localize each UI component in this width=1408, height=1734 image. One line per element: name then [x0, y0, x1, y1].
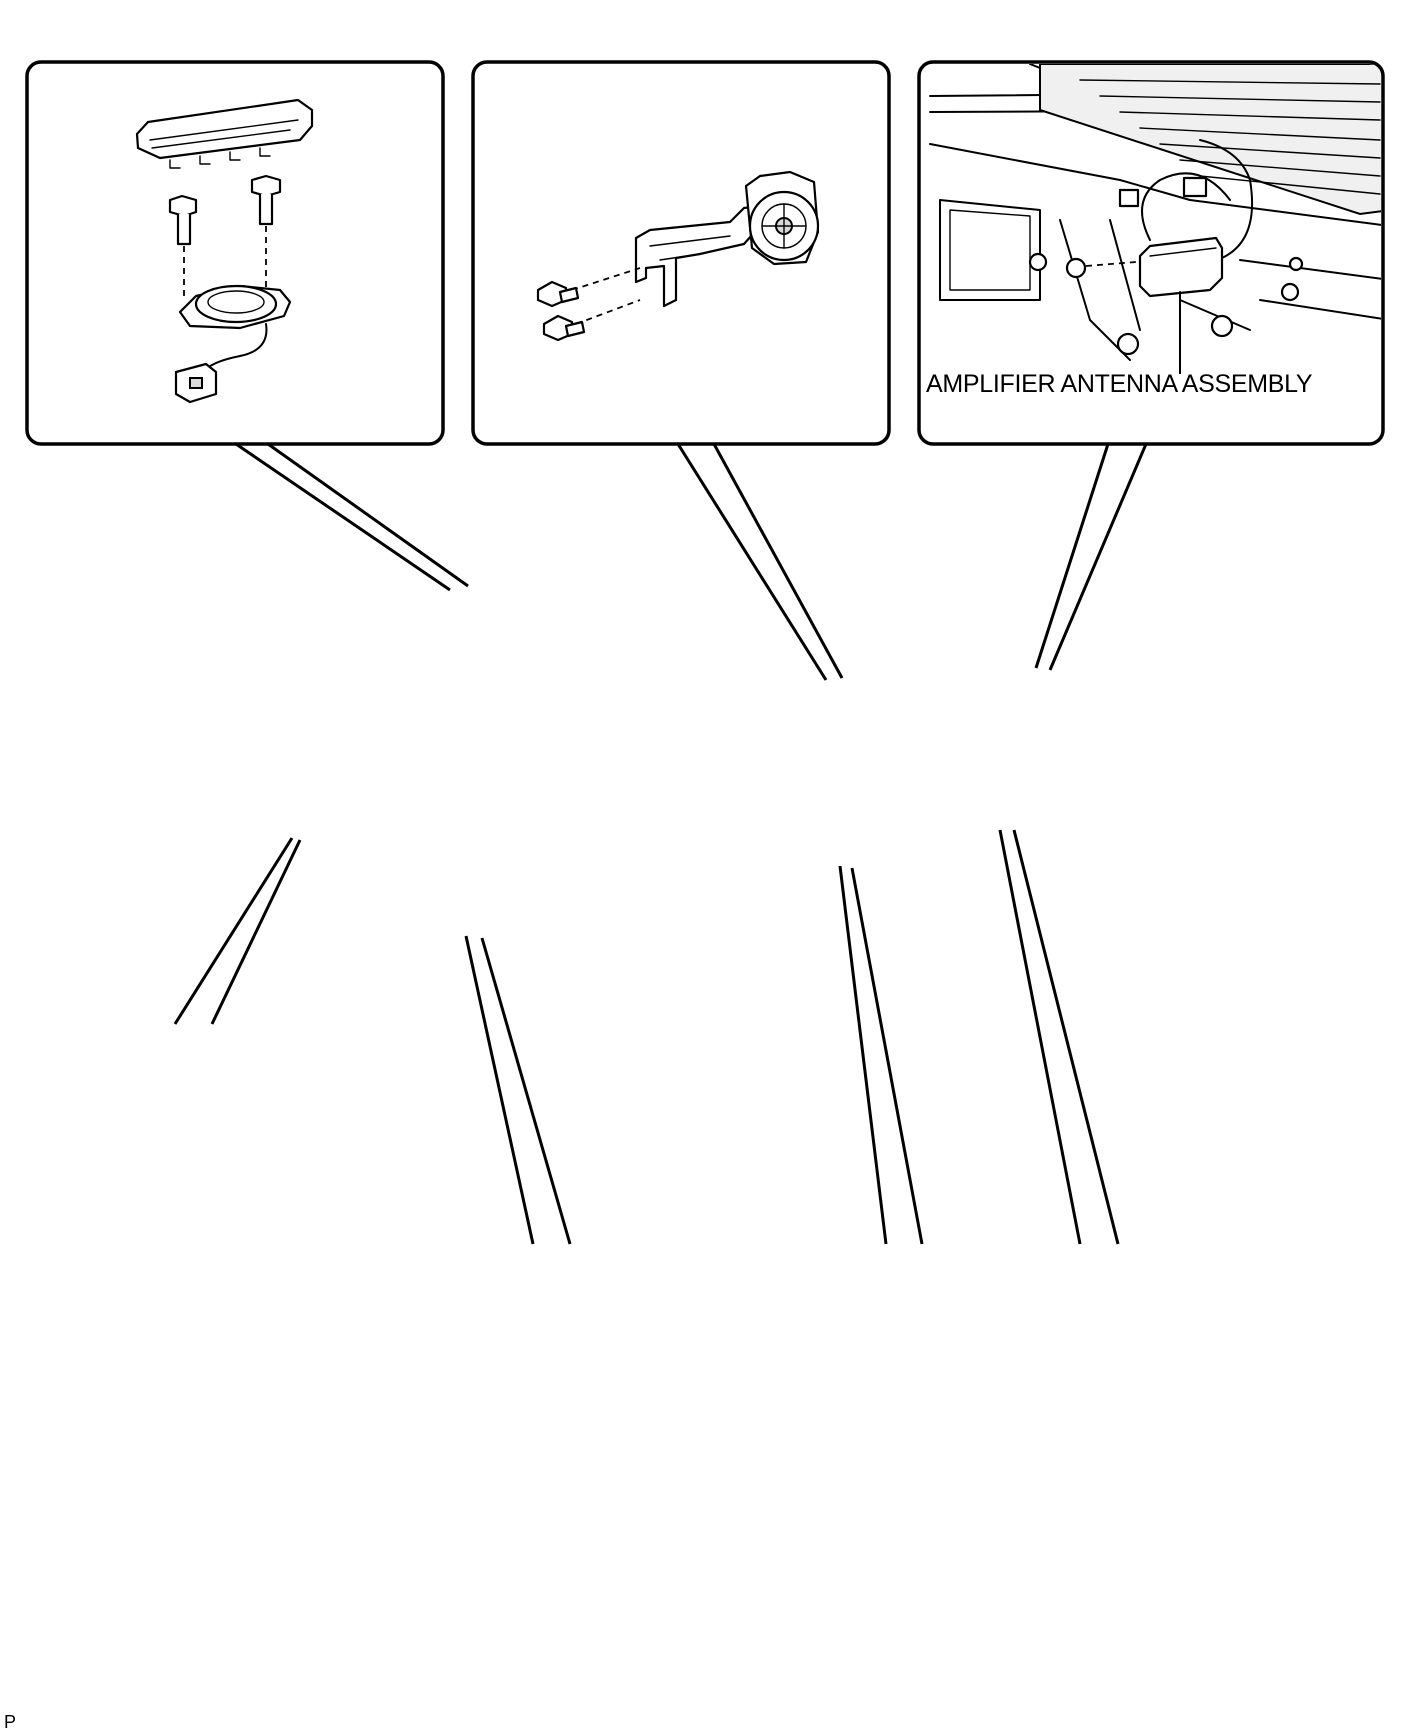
- panel-dash-speaker: [25, 60, 445, 446]
- panel-amplifier-antenna: [917, 60, 1385, 446]
- nut-icon: [1065, 257, 1087, 279]
- speaker-icon: [744, 170, 820, 266]
- connector-icon: [174, 362, 218, 404]
- amplifier-antenna-label: AMPLIFIER ANTENNA ASSEMBLY: [926, 370, 1313, 398]
- callout-lines: [173, 442, 1148, 1245]
- speaker-icon: [178, 284, 292, 330]
- bolt-icon: [250, 174, 282, 226]
- screw-icon: [536, 280, 580, 308]
- amplifier-antenna-icon: [1118, 139, 1254, 298]
- panel-pillar-speaker: [471, 60, 891, 446]
- screw-icon: [542, 314, 586, 342]
- page-mark: P: [4, 1712, 17, 1732]
- bolt-icon: [168, 194, 198, 246]
